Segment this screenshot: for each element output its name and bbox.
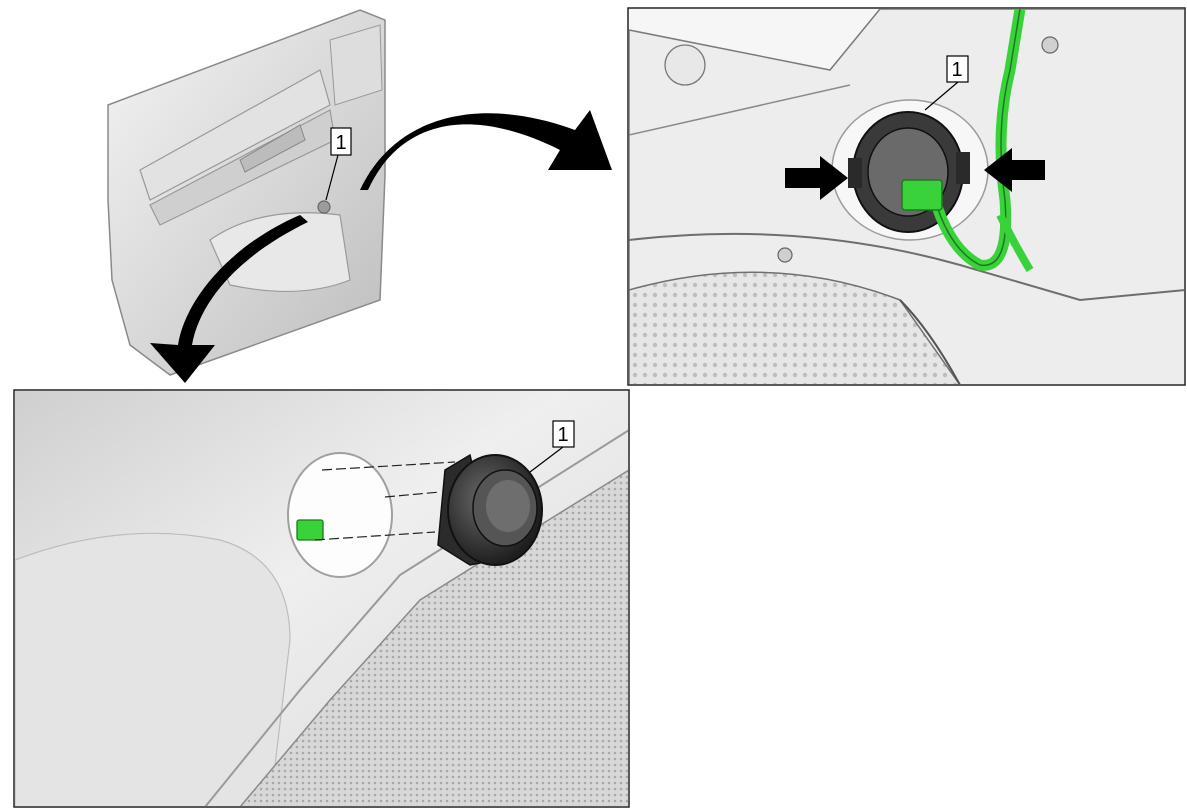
- speaker-unit: [437, 453, 543, 566]
- speaker-grille: [239, 469, 628, 806]
- detail-bottom-panel: 1: [13, 389, 630, 808]
- harness-connector: [901, 179, 943, 211]
- left-arrow-icon: [984, 148, 1045, 192]
- callout-box-detail-bottom: [552, 420, 575, 448]
- callout-label-detail-bottom: 1: [557, 424, 568, 446]
- right-arrow-icon: [785, 156, 848, 200]
- mounting-hole: [287, 452, 393, 578]
- door-overview: 1: [107, 9, 386, 376]
- curved-arrow-icon: [360, 110, 612, 190]
- callout-box-overview: [330, 127, 352, 156]
- callout-box-detail-top: [946, 55, 969, 83]
- curved-arrow-icon: [150, 215, 308, 383]
- callout-label-overview: 1: [335, 132, 346, 154]
- callout-label-detail-top: 1: [951, 59, 962, 81]
- speaker-location-marker: [317, 200, 331, 214]
- harness-connector: [296, 519, 324, 541]
- detail-top-panel: 1: [627, 7, 1186, 386]
